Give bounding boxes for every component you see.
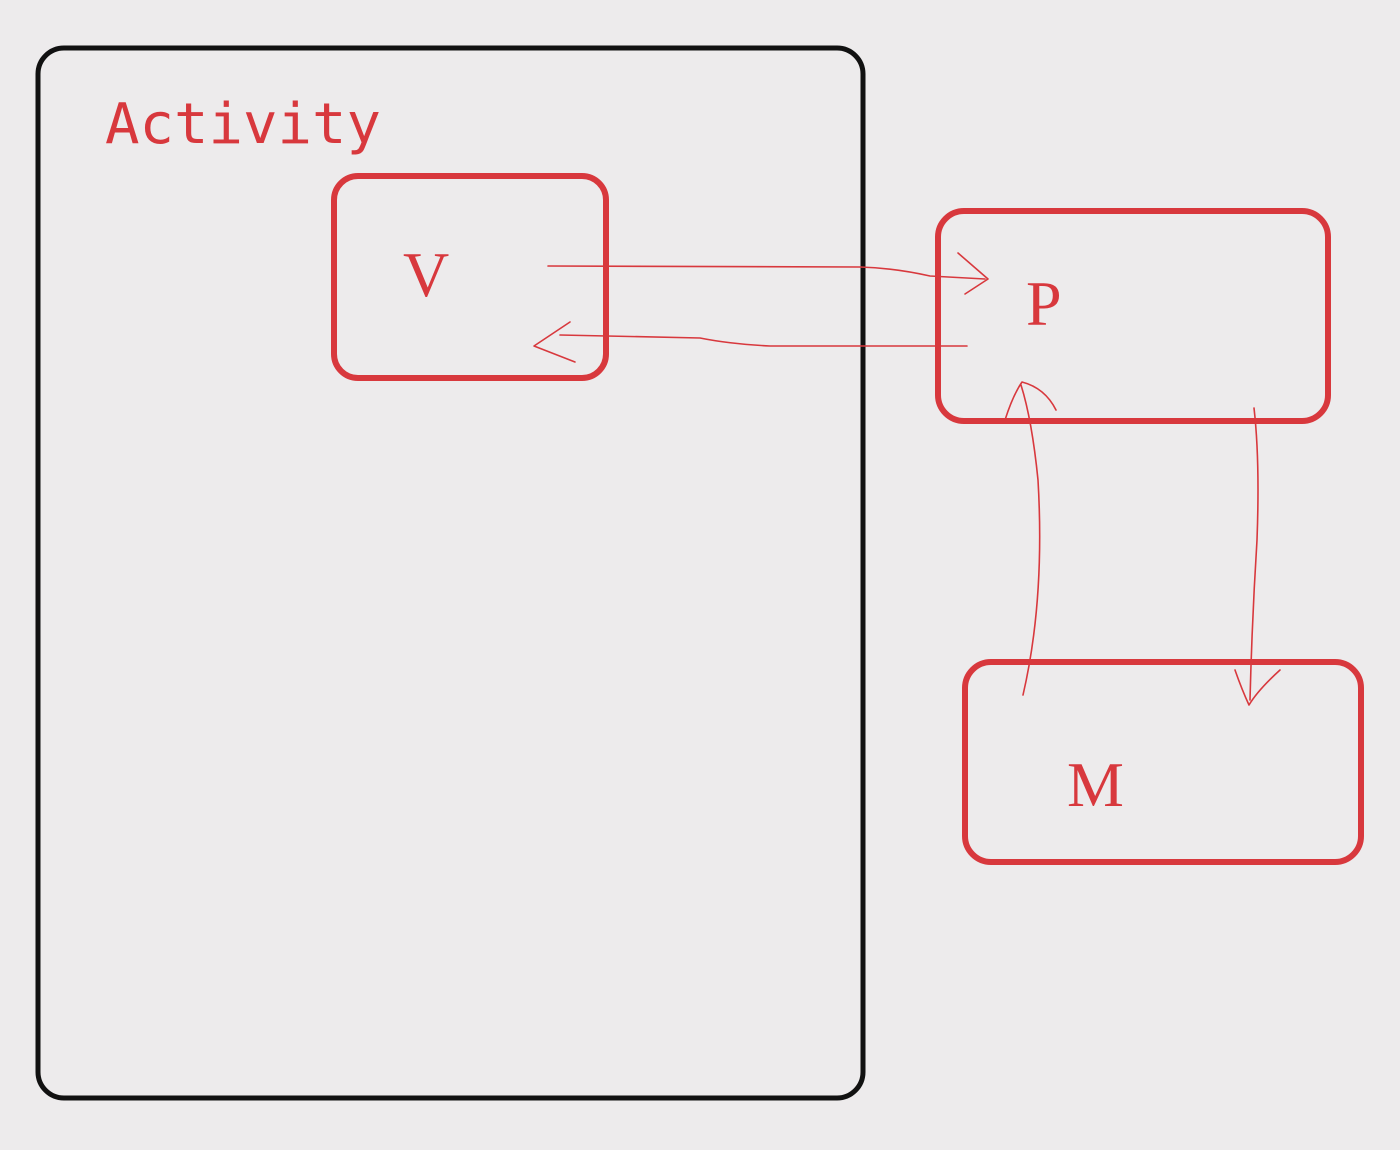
arrow-view-to-presenter-line: [547, 265, 986, 280]
arrow-model-to-presenter-head: [1004, 381, 1057, 421]
activity-label: Activity: [105, 92, 381, 157]
arrow-model-to-presenter-line: [1020, 384, 1041, 696]
arrow-model-to-presenter: [1004, 381, 1057, 696]
arrow-presenter-to-view-line: [559, 334, 968, 347]
arrow-presenter-to-model-line: [1249, 407, 1259, 701]
presenter-box: P: [935, 208, 1331, 424]
model-box: M: [962, 659, 1364, 865]
arrow-view-to-presenter: [547, 252, 989, 295]
arrow-view-to-presenter-head: [957, 252, 989, 295]
arrow-presenter-to-view-head: [533, 321, 576, 363]
presenter-label: P: [1026, 268, 1062, 339]
model-box-border: [962, 659, 1364, 865]
view-label: V: [403, 239, 449, 310]
view-box-border: [331, 173, 609, 381]
model-label: M: [1067, 749, 1124, 820]
arrow-presenter-to-model-head: [1234, 669, 1281, 706]
arrow-presenter-to-model: [1234, 407, 1281, 706]
activity-border: [35, 45, 866, 1101]
arrow-presenter-to-view: [533, 321, 968, 363]
activity-container: Activity: [35, 45, 866, 1101]
view-box: V: [331, 173, 609, 381]
presenter-box-border: [935, 208, 1331, 424]
